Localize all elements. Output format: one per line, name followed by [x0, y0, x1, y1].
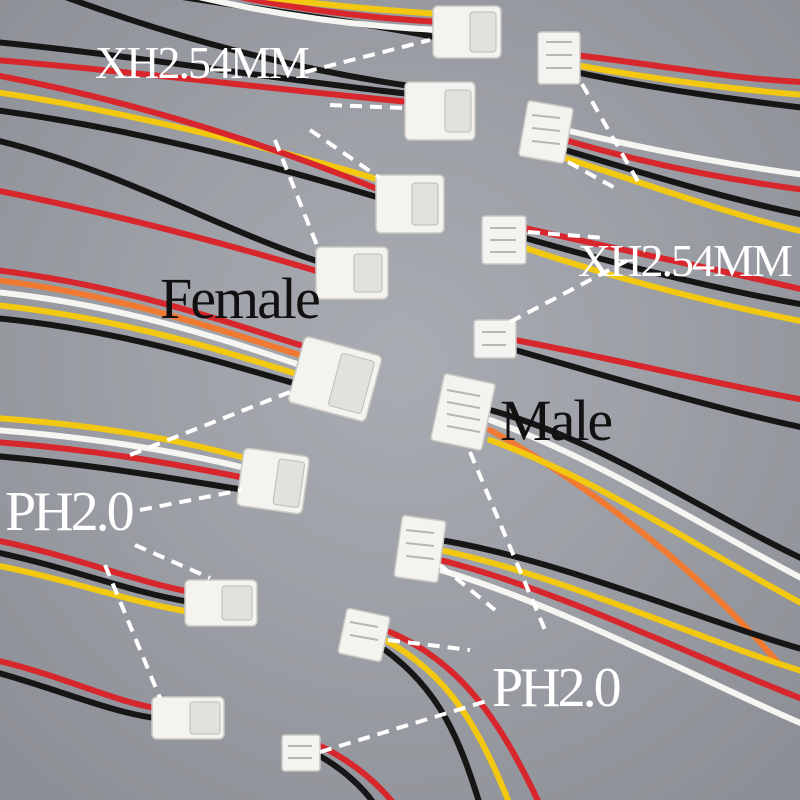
xh-female-connector-3: [375, 174, 445, 234]
ph-female-connector-4: [151, 696, 225, 740]
female-label: Female: [160, 266, 319, 331]
male-label: Male: [500, 388, 611, 453]
xh-female-connector-2: [404, 81, 476, 141]
xh-male-connector-1: [537, 31, 581, 85]
right-wires: [315, 52, 800, 800]
ph-female-connector-3: [184, 579, 258, 627]
ph-male-connector-2: [393, 514, 447, 584]
xh-male-connector-3: [481, 215, 527, 265]
ph-female-connector-2: [236, 447, 310, 515]
xh-female-connector-4: [315, 246, 389, 300]
xh-male-connector-4: [473, 319, 517, 359]
ph-male-connector-1: [430, 373, 496, 451]
ph-male-connector-3: [337, 607, 391, 663]
xh-right-label: XH2.54MM: [578, 235, 792, 286]
ph-female-connector-1: [287, 336, 383, 422]
ph-left-label: PH2.0: [5, 481, 133, 543]
left-wires: [0, 0, 443, 721]
leader-lines: [103, 38, 642, 754]
ph-right-label: PH2.0: [492, 657, 620, 719]
xh-male-connector-2: [518, 100, 574, 164]
xh-left-label: XH2.54MM: [95, 37, 309, 88]
xh-female-connector-1: [432, 5, 502, 59]
ph-male-connector-4: [281, 734, 321, 772]
